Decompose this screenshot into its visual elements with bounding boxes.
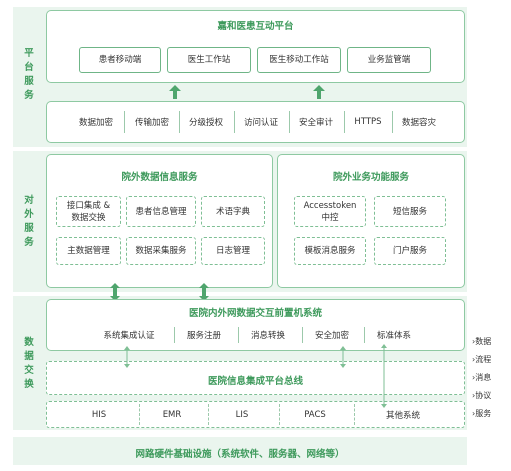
external-section-label: 对外服务 <box>24 195 34 248</box>
system-emr: EMR <box>162 409 182 420</box>
legend-item-flow: ›流程 <box>472 355 492 364</box>
security-item: 安全审计 <box>298 118 333 128</box>
security-panel <box>46 101 465 143</box>
system-his: HIS <box>91 409 107 420</box>
integration-bus <box>46 361 465 395</box>
divider <box>392 111 393 133</box>
log-management-box: 日志管理 <box>201 237 265 265</box>
portal-service-box: 门户服务 <box>374 237 446 265</box>
arrow-up-icon <box>313 85 325 99</box>
app-supervision: 业务监管端 <box>347 47 431 73</box>
divider <box>289 111 290 133</box>
divider <box>344 111 345 133</box>
app-patient-mobile: 患者移动端 <box>79 47 161 73</box>
bus-title: 医院信息集成平台总线 <box>207 376 303 387</box>
template-message-box: 模板消息服务 <box>294 237 366 265</box>
patient-info-box: 患者信息管理 <box>126 196 196 227</box>
platform-section-label: 平台服务 <box>24 48 34 101</box>
master-data-box: 主数据管理 <box>56 237 121 265</box>
divider <box>364 327 365 343</box>
connector-arrow-icon <box>340 346 346 368</box>
front-item-message: 消息转换 <box>250 331 285 341</box>
accesstoken-box: Accesstoken 中控 <box>294 196 366 227</box>
divider <box>234 111 235 133</box>
system-other: 其他系统 <box>385 410 420 421</box>
legend-item-data: ›数据 <box>472 337 492 346</box>
double-arrow-icon <box>199 283 209 301</box>
divider <box>179 111 180 133</box>
platform-title: 嘉和医患互动平台 <box>217 21 294 32</box>
security-item: 传输加密 <box>134 118 169 128</box>
legend-item-protocol: ›协议 <box>472 391 492 400</box>
divider <box>279 404 280 425</box>
front-item-standard: 标准体系 <box>376 331 411 341</box>
connector-arrow-icon <box>124 346 130 368</box>
legend-item-service: ›服务 <box>472 409 492 418</box>
internal-service-title: 院外数据信息服务 <box>121 172 198 183</box>
terminology-box: 术语字典 <box>201 196 265 227</box>
interface-integration-box: 接口集成 & 数据交换 <box>56 196 121 227</box>
divider <box>208 404 209 425</box>
front-item-encryption: 安全加密 <box>314 331 349 341</box>
security-item: 分级授权 <box>188 118 223 128</box>
divider <box>302 327 303 343</box>
security-item: 数据容灾 <box>401 118 436 128</box>
divider <box>124 111 125 133</box>
legend-item-message: ›消息 <box>472 373 492 382</box>
divider <box>139 404 140 425</box>
connector-arrow-icon <box>381 344 387 408</box>
infrastructure-label: 网路硬件基础设施（系统软件、服务器、网络等） <box>135 449 345 460</box>
system-pacs: PACS <box>304 409 326 420</box>
infrastructure-band <box>13 437 467 465</box>
divider <box>238 327 239 343</box>
systems-panel <box>46 401 465 428</box>
app-doctor-mobile-workstation: 医生移动工作站 <box>257 47 341 73</box>
data-collection-box: 数据采集服务 <box>126 237 196 265</box>
front-item-auth: 系统集成认证 <box>103 331 155 341</box>
front-item-registry: 服务注册 <box>186 331 221 341</box>
system-lis: LIS <box>235 409 249 420</box>
divider <box>354 404 355 425</box>
front-system-panel <box>46 299 465 351</box>
sms-service-box: 短信服务 <box>374 196 446 227</box>
divider <box>174 327 175 343</box>
business-service-title: 院外业务功能服务 <box>332 172 409 183</box>
app-doctor-workstation: 医生工作站 <box>167 47 251 73</box>
security-item: 数据加密 <box>78 118 113 128</box>
arrow-up-icon <box>169 85 181 99</box>
front-system-title: 医院内外网数据交互前置机系统 <box>188 308 322 319</box>
exchange-section-label: 数据交换 <box>24 337 34 390</box>
security-item: 访问认证 <box>243 118 278 128</box>
double-arrow-icon <box>110 283 120 301</box>
security-item: HTTPS <box>354 117 382 127</box>
